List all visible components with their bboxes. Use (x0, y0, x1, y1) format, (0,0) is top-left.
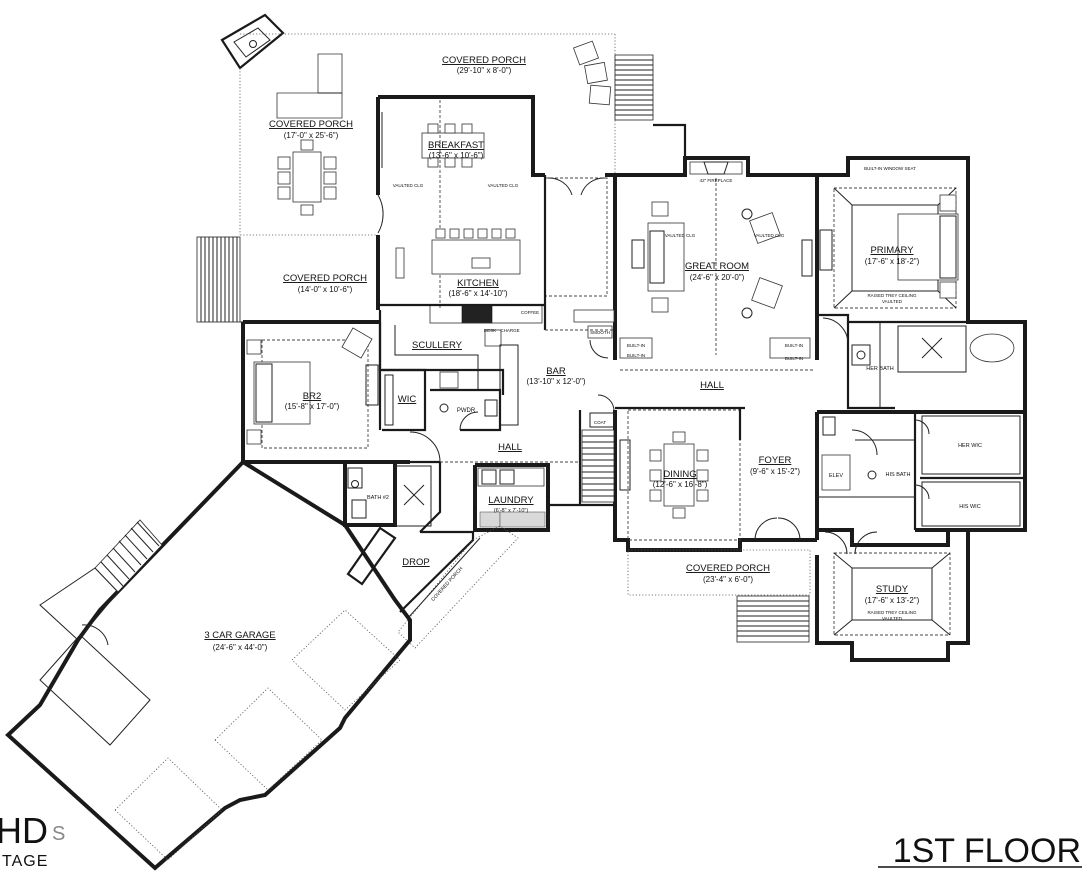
room-labels: COVERED PORCH (29'-10" x 8'-0") COVERED … (204, 55, 982, 652)
raised-ceiling-label-2: RAISED TREY CEILING (867, 610, 917, 615)
his-bath-name: HIS BATH (886, 472, 911, 478)
porch-left-name: COVERED PORCH (269, 119, 353, 130)
scullery-name: SCULLERY (412, 340, 463, 351)
wic-name: WIC (398, 394, 417, 405)
floor-title-text: 1ST FLOOR (893, 832, 1081, 870)
elev-label: ELEV (829, 473, 843, 479)
bath2 (343, 460, 442, 533)
window-seat-label: BUILT-IN WINDOW SEAT (864, 166, 916, 171)
breakfast-dim: (13'-6" x 10'-6") (429, 151, 484, 160)
great-room-dim: (24'-6" x 20'-0") (690, 273, 745, 282)
drop-name: DROP (402, 557, 429, 568)
garage-dim: (24'-6" x 44'-0") (213, 643, 268, 652)
porch-top-name: COVERED PORCH (442, 55, 526, 66)
porch-top (239, 33, 687, 236)
kitchen-dim: (18'-6" x 14'-10") (449, 289, 508, 298)
porch-left-dim: (17'-0" x 25'-6") (284, 131, 339, 140)
charge-label: CHARGE (500, 328, 519, 333)
his-wic-name: HIS WIC (959, 504, 980, 510)
brand-logo: HD S TAGE (0, 810, 65, 870)
laundry-name: LAUNDRY (488, 495, 534, 506)
desk-label: DESK (484, 328, 496, 333)
her-wic-name: HER WIC (958, 443, 982, 449)
vaulted-clg-label-1: VAULTED CLG (393, 183, 424, 188)
great-room (613, 156, 819, 360)
vaulted-label-1: VAULTED (882, 299, 903, 304)
study-dim: (17'-6" x 13'-2") (865, 596, 920, 605)
hall-lower-name: HALL (498, 442, 522, 453)
study (815, 528, 970, 662)
logo-trail: S (52, 823, 65, 845)
kitchen-name: KITCHEN (457, 278, 499, 289)
primary-name: PRIMARY (870, 245, 914, 256)
porch-mid (196, 236, 380, 323)
drop-zone (346, 525, 519, 649)
vaulted-clg-label-2: VAULTED CLG (488, 183, 519, 188)
hall-lower (409, 410, 615, 505)
porch-mid-name: COVERED PORCH (283, 273, 367, 284)
logo-sub: TAGE (2, 853, 48, 870)
dining-dim: (12'-6" x 16'-8") (653, 480, 708, 489)
bath2-name: BATH #2 (367, 495, 389, 501)
porch-top-dim: (29'-10" x 8'-0") (457, 66, 512, 75)
primary-dim: (17'-6" x 18'-2") (865, 257, 920, 266)
fireplace-label: 42" FIREPLACE (700, 178, 733, 183)
built-in-label-2: BUILT-IN (627, 353, 645, 358)
porch-mid-dim: (14'-0" x 10'-6") (298, 285, 353, 294)
kitchen-block (376, 95, 615, 324)
pwdr-name: PWDR (457, 408, 476, 414)
vaulted-clg-label-4: VAULTED CLG (754, 233, 785, 238)
laundry-dim: (6'-8" x 7'-10") (494, 508, 529, 514)
raised-ceiling-label-1: RAISED TREY CEILING (867, 293, 917, 298)
coat-label: COAT (594, 420, 606, 425)
br2-dim: (15'-8" x 17'-0") (285, 402, 340, 411)
bar-name: BAR (546, 366, 566, 377)
laundry (473, 463, 615, 532)
foyer-dim: (9'-6" x 15'-2") (750, 467, 800, 476)
great-room-name: GREAT ROOM (685, 261, 749, 272)
closets-right (815, 410, 1027, 540)
outdoor-fireplace (220, 13, 285, 70)
built-in-label-1: BUILT-IN (627, 343, 645, 348)
bar-dim: (13'-10" x 12'-0") (527, 377, 586, 386)
vaulted-clg-label-3: VAULTED CLG (665, 233, 696, 238)
primary-suite (817, 156, 1027, 412)
vaulted-label-2: VAULTED (882, 616, 903, 621)
built-in-label-4: BUILT-IN (785, 356, 803, 361)
built-in-label-3: BUILT-IN (785, 343, 803, 348)
br2-wing (241, 320, 502, 464)
study-name: STUDY (876, 584, 909, 595)
porch-front (627, 549, 811, 643)
her-bath-name: HER BATH (866, 366, 893, 372)
foyer-name: FOYER (759, 455, 792, 466)
breakfast-name: BREAKFAST (428, 140, 484, 151)
dining-name: DINING (663, 469, 696, 480)
logo-mark: HD (0, 810, 48, 851)
br2-name: BR2 (303, 391, 321, 402)
garage-name: 3 CAR GARAGE (204, 630, 275, 641)
smooth-label: SMOOTH (590, 330, 610, 335)
hall-upper-name: HALL (700, 380, 724, 391)
fixture-labels: 42" FIREPLACE VAULTED CLG VAULTED CLG VA… (393, 166, 917, 621)
porch-front-dim: (23'-4" x 6'-0") (703, 575, 753, 584)
coffee-label: COFFEE (521, 310, 539, 315)
garage (5, 459, 412, 871)
floor-title: 1ST FLOOR (878, 832, 1082, 870)
porch-front-name: COVERED PORCH (686, 563, 770, 574)
foyer-dining (613, 369, 817, 552)
